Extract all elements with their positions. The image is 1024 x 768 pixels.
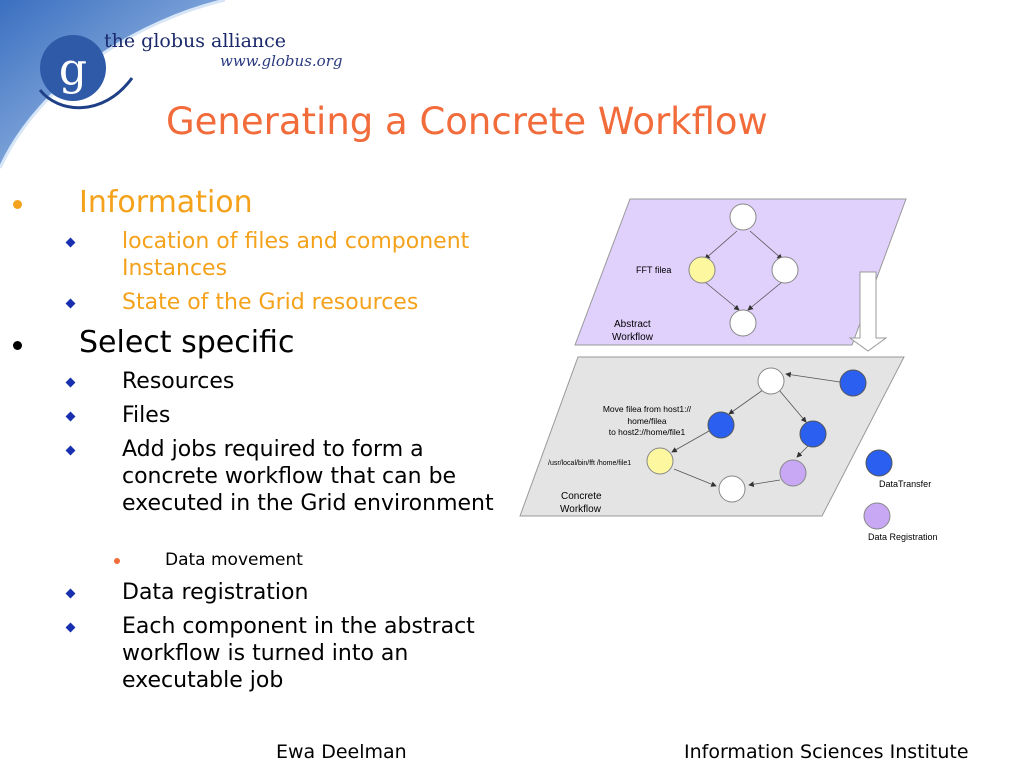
- bullet-dot: [13, 200, 22, 209]
- diamond-bullet: [65, 377, 76, 388]
- abstract-workflow-plane: [574, 198, 907, 346]
- subbullet-each-component: Each component in the abstract workflow …: [122, 614, 475, 693]
- legend-registration-node: [863, 502, 891, 530]
- legend-transfer-label: DataTransfer: [879, 479, 931, 489]
- concrete-node-bottom: [718, 475, 746, 503]
- legend-transfer-node: [865, 449, 893, 477]
- abstract-caption-line1: Abstract: [614, 319, 651, 330]
- bullet-information: Information: [79, 185, 253, 220]
- bullet-dot: [13, 341, 22, 350]
- concrete-transfer-node-2: [707, 411, 735, 439]
- diamond-bullet: [65, 237, 76, 248]
- abstract-caption-line2: Workflow: [612, 332, 654, 343]
- abstract-node-right: [771, 256, 799, 284]
- diamond-bullet: [65, 588, 76, 599]
- concrete-node-top: [757, 367, 785, 395]
- logo-letter: g: [59, 44, 87, 95]
- bullet-select-specific: Select specific: [79, 325, 295, 360]
- diamond-bullet: [65, 411, 76, 422]
- move-label-line1: Move filea from host1://: [603, 404, 692, 414]
- workflow-diagram: FFT filea Abstract Workflow Move filea f…: [519, 198, 938, 542]
- concrete-workflow-plane: [519, 356, 905, 517]
- footer-author: Ewa Deelman: [276, 741, 407, 763]
- abstract-node-bottom: [729, 309, 757, 337]
- subsubbullet-data-movement: Data movement: [165, 550, 303, 570]
- move-label-line3: to host2://home/file1: [609, 427, 686, 437]
- concrete-caption-line1: Concrete: [561, 491, 602, 502]
- diamond-bullet: [65, 298, 76, 309]
- subbullet-location: location of files and component Instance…: [122, 229, 470, 281]
- diamond-bullet: [65, 445, 76, 456]
- abstract-node-fft: [688, 256, 716, 284]
- move-label-line2: home/filea: [627, 416, 666, 426]
- corner-decoration: [0, 0, 226, 169]
- concrete-compute-node: [646, 447, 674, 475]
- bullet-dot-small: [114, 558, 120, 564]
- concrete-transfer-node-1: [839, 369, 867, 397]
- abstract-node-top: [729, 203, 757, 231]
- subbullet-data-registration: Data registration: [122, 580, 309, 605]
- concrete-registration-node: [779, 459, 807, 487]
- transform-arrow: [848, 271, 888, 352]
- diamond-bullet: [65, 622, 76, 633]
- logo-url: www.globus.org: [220, 52, 343, 70]
- concrete-transfer-node-3: [799, 420, 827, 448]
- subbullet-resources: Resources: [122, 369, 235, 394]
- subbullet-grid-state: State of the Grid resources: [122, 290, 419, 315]
- subbullet-add-jobs: Add jobs required to form a concrete wor…: [122, 437, 494, 516]
- fft-path-label: /usr/local/bin/fft /home/file1: [548, 460, 631, 467]
- footer-institute: Information Sciences Institute: [684, 741, 969, 763]
- slide-title: Generating a Concrete Workflow: [166, 100, 768, 143]
- legend-registration-label: Data Registration: [868, 532, 938, 542]
- subbullet-files: Files: [122, 403, 171, 428]
- globus-logo: g: [38, 35, 134, 110]
- abstract-fft-label: FFT filea: [636, 265, 671, 275]
- logo-name: the globus alliance: [104, 30, 287, 52]
- concrete-caption-line2: Workflow: [560, 504, 602, 515]
